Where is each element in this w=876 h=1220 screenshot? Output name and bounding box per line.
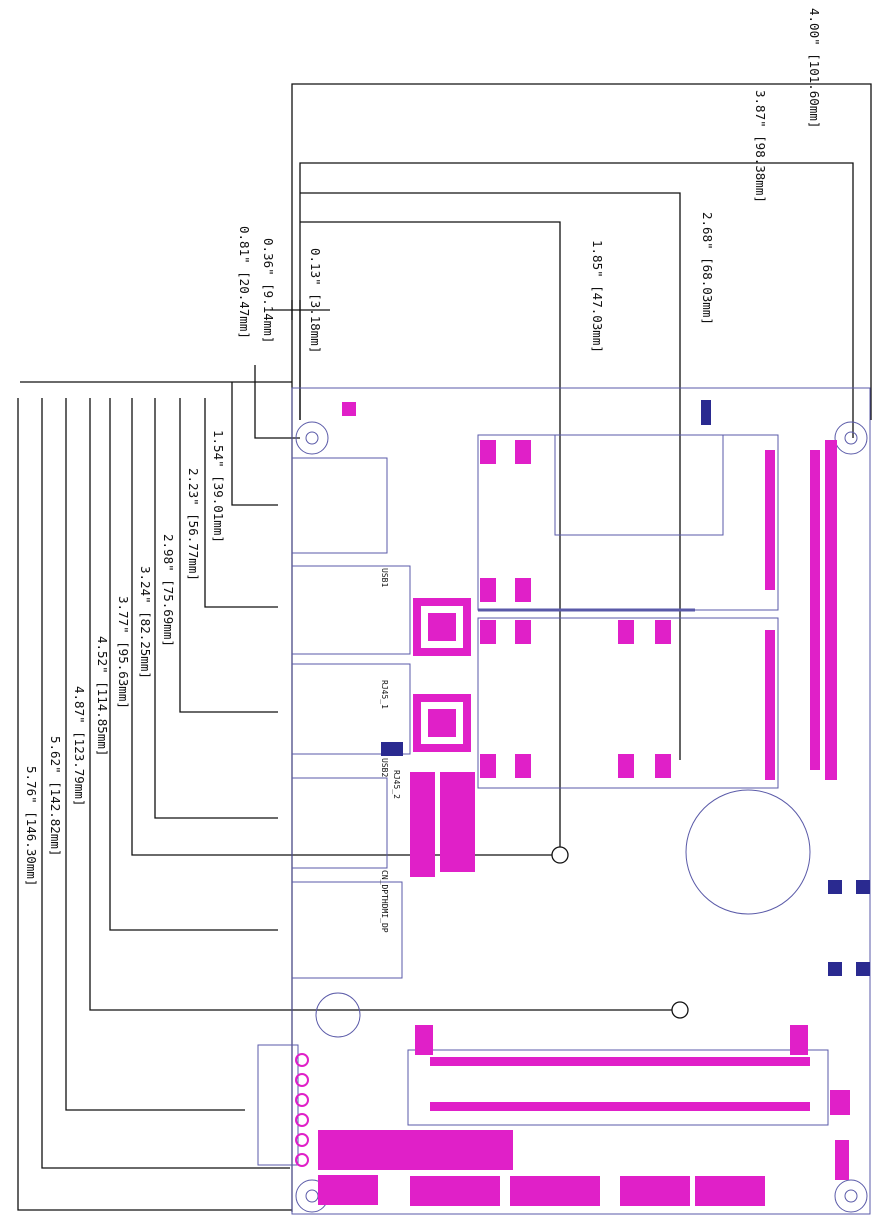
component-pad bbox=[515, 620, 531, 644]
rj45-2-connector bbox=[291, 663, 411, 755]
dim-2-98-label: 2.98" [75.69mm] bbox=[161, 534, 176, 647]
dim-3-77-label: 3.77" [95.63mm] bbox=[116, 596, 131, 709]
mounting-hole-icon bbox=[834, 1179, 868, 1213]
component-pad bbox=[790, 1025, 808, 1055]
pin-ring bbox=[295, 1053, 309, 1067]
component-pad bbox=[410, 772, 435, 877]
mounting-hole-icon bbox=[295, 421, 329, 455]
usb2-connector bbox=[291, 777, 388, 869]
dim-4-87-label: 4.87" [123.79mm] bbox=[72, 686, 87, 806]
top-dimension-lines bbox=[270, 83, 872, 1212]
component-pad bbox=[830, 1090, 850, 1115]
dim-0-13-label: 0.13" [3.18mm] bbox=[308, 248, 323, 353]
dim-5-76-label: 5.76" [146.30mm] bbox=[24, 766, 39, 886]
jumper bbox=[828, 880, 842, 894]
component-pad bbox=[655, 620, 671, 644]
component-pad bbox=[655, 754, 671, 778]
pin-ring bbox=[295, 1153, 309, 1167]
mounting-hole-icon bbox=[834, 421, 868, 455]
dim-3-87-label: 3.87" [98.38mm] bbox=[753, 90, 768, 203]
dim-5-62-label: 5.62" [142.82mm] bbox=[48, 736, 63, 856]
component-pad bbox=[415, 1025, 433, 1055]
sodimm-slot bbox=[407, 1049, 829, 1126]
component-pad bbox=[618, 754, 634, 778]
top-dimension-labels: 4.00" [101.60mm] 3.87" [98.38mm] 2.68" [… bbox=[308, 8, 822, 353]
component-pad bbox=[515, 578, 531, 602]
side-dimension-labels: 0.36" [9.14mm] 0.81" [20.47mm] 1.54" [39… bbox=[24, 226, 276, 886]
component-pad bbox=[515, 440, 531, 464]
dim-4-52-label: 4.52" [114.85mm] bbox=[95, 636, 110, 756]
board-labels: USB1 RJ45_1 USB2 RJ45_2 CN_DPTHDMI_DP bbox=[380, 568, 401, 933]
dp-hdmi-label: CN_DPTHDMI_DP bbox=[380, 870, 389, 933]
rj45-1-label: RJ45_1 bbox=[380, 680, 389, 709]
pcb-board bbox=[257, 387, 871, 1215]
dim-2-68-label: 2.68" [68.03mm] bbox=[700, 212, 715, 325]
dp-hdmi-connector bbox=[291, 881, 403, 979]
header-strip-right bbox=[825, 440, 837, 780]
pin-ring bbox=[295, 1113, 309, 1127]
component-pad bbox=[480, 578, 496, 602]
dim-0-81-label: 0.81" [20.47mm] bbox=[237, 226, 252, 339]
dim-1-54-label: 1.54" [39.01mm] bbox=[211, 430, 226, 543]
component-pad bbox=[835, 1140, 849, 1180]
usb2-label: USB2 bbox=[380, 758, 389, 777]
usb1-connector bbox=[291, 457, 388, 554]
dim-2-23-label: 2.23" [56.77mm] bbox=[186, 468, 201, 581]
dim-0-36-label: 0.36" [9.14mm] bbox=[261, 238, 276, 343]
dim-4-00-label: 4.00" [101.60mm] bbox=[807, 8, 822, 128]
component-pad bbox=[440, 772, 475, 872]
component-pad bbox=[342, 402, 356, 416]
usb1-label: USB1 bbox=[380, 568, 389, 587]
bottom-header-bank bbox=[318, 1130, 513, 1170]
dim-1-85-label: 1.85" [47.03mm] bbox=[590, 240, 605, 353]
cpu-module bbox=[554, 434, 724, 536]
rj45-1-connector bbox=[291, 565, 411, 655]
pin-ring bbox=[295, 1133, 309, 1147]
component-pad bbox=[318, 1175, 378, 1205]
component-pad bbox=[515, 754, 531, 778]
component-pad bbox=[480, 620, 496, 644]
rtc-battery bbox=[685, 789, 811, 915]
rj45-2-label: RJ45_2 bbox=[392, 770, 401, 799]
pin-ring bbox=[295, 1093, 309, 1107]
heatsink-area-bottom bbox=[477, 617, 779, 789]
component-pad bbox=[618, 620, 634, 644]
component-pad bbox=[480, 440, 496, 464]
dim-3-24-label: 3.24" [82.25mm] bbox=[138, 566, 153, 679]
pin-ring bbox=[295, 1073, 309, 1087]
component-pad bbox=[480, 754, 496, 778]
audio-jack bbox=[315, 992, 361, 1038]
component-pads bbox=[295, 402, 850, 1205]
